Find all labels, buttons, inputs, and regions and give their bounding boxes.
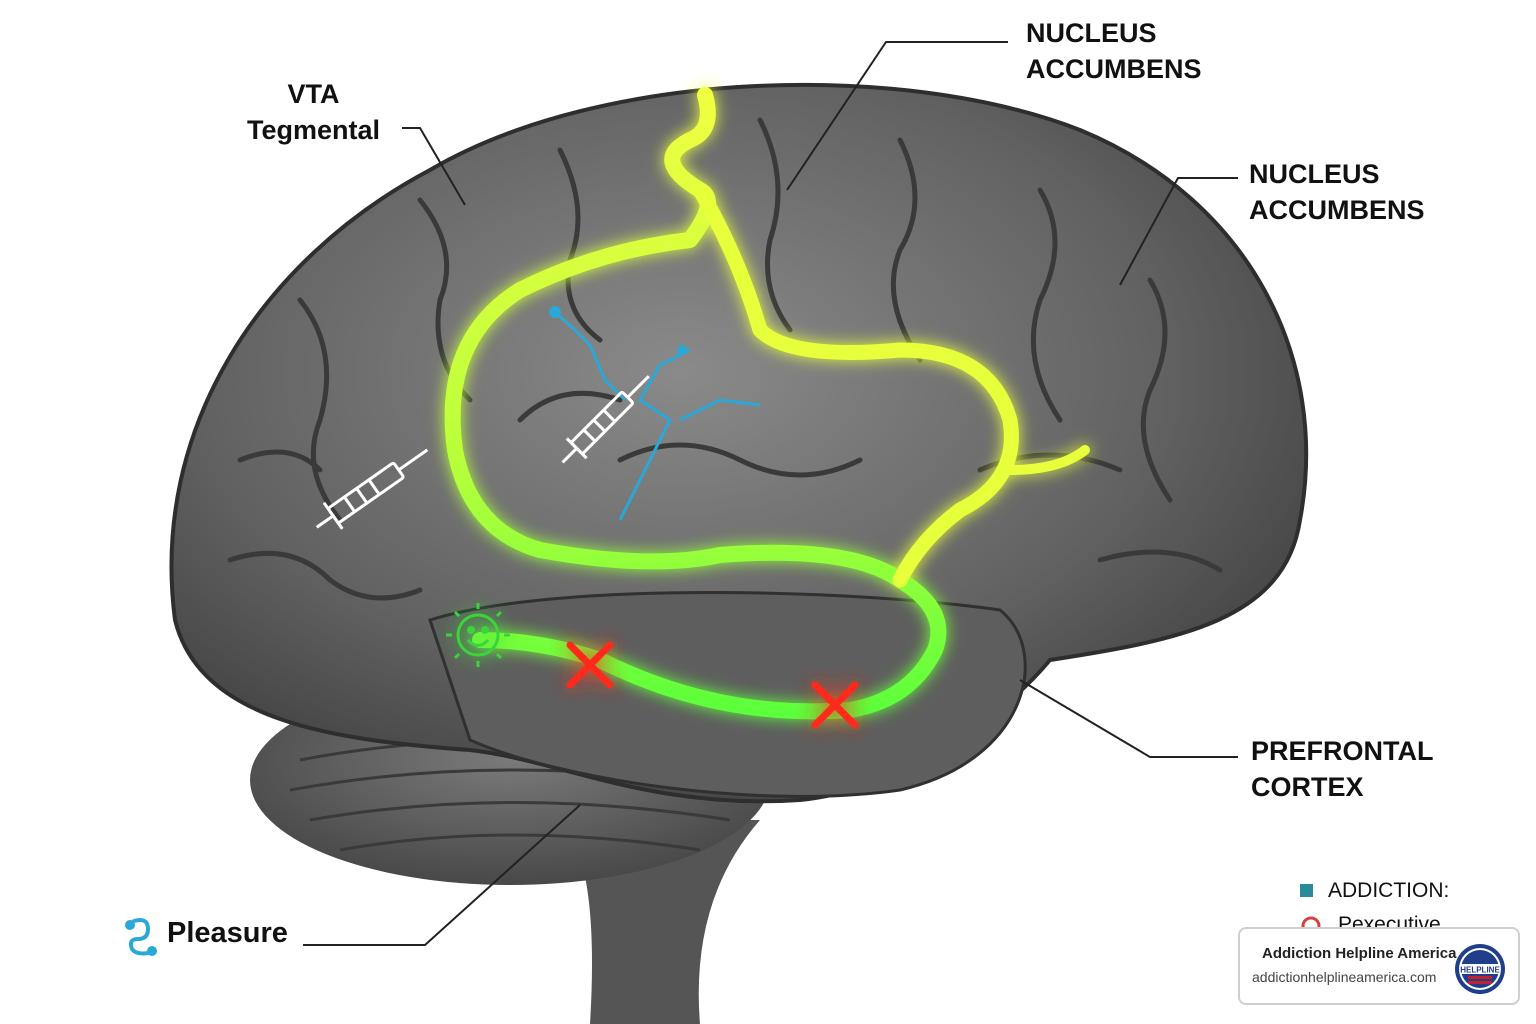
leader-nucleus-top [786, 41, 1008, 191]
label-nucleus-top-line1: NUCLEUS [1026, 18, 1157, 48]
x-mark-icon [811, 681, 859, 729]
neuron-lines [553, 310, 761, 521]
leader-lines [303, 41, 1238, 946]
label-vta: VTA Tegmental [247, 76, 380, 148]
label-pleasure: Pleasure [167, 917, 288, 949]
label-prefrontal: PREFRONTAL CORTEX [1251, 733, 1434, 805]
badge-title: Addiction Helpline America [1262, 945, 1457, 962]
helpline-badge[interactable]: Addiction Helpline America addictionhelp… [1238, 927, 1520, 1005]
neuron-node [677, 345, 687, 355]
badge-url[interactable]: addictionhelplineamerica.com [1252, 969, 1437, 985]
label-nucleus-right: NUCLEUS ACCUMBENS [1249, 156, 1425, 228]
legend-executive: Pexecutive [1338, 913, 1441, 927]
label-nucleus-top: NUCLEUS ACCUMBENS [1026, 15, 1202, 87]
pathway-branch [692, 182, 1019, 588]
syringe-icon [561, 375, 650, 464]
label-vta-line2: Tegmental [247, 115, 381, 145]
label-prefrontal-line2: CORTEX [1251, 772, 1364, 802]
leader-vta [402, 127, 466, 206]
leader-prefrontal [1019, 679, 1238, 758]
brain-sulci [227, 117, 1223, 601]
label-prefrontal-line1: PREFRONTAL [1251, 736, 1434, 766]
leader-nucleus-right [1119, 177, 1238, 286]
pathway-tail [1005, 445, 1090, 475]
label-nucleus-right-line2: ACCUMBENS [1249, 195, 1425, 225]
legend-swatch [1300, 884, 1313, 897]
smiley-sun-icon [446, 603, 510, 667]
badge-logo-text: HELPLINE [1460, 966, 1500, 975]
neuron-node [549, 306, 561, 318]
dopamine-molecule-icon [125, 918, 157, 956]
temporal-lobe [428, 591, 1027, 798]
label-nucleus-right-line1: NUCLEUS [1249, 159, 1380, 189]
x-mark-icon [566, 641, 614, 689]
label-vta-line1: VTA [287, 79, 340, 109]
reward-pathway [444, 87, 1090, 720]
label-nucleus-top-line2: ACCUMBENS [1026, 54, 1202, 84]
leader-pleasure [303, 804, 581, 946]
helpline-seal-icon: HELPLINE [1455, 944, 1505, 994]
legend-addiction: ADDICTION: [1328, 879, 1450, 902]
syringe-icon [315, 448, 429, 530]
